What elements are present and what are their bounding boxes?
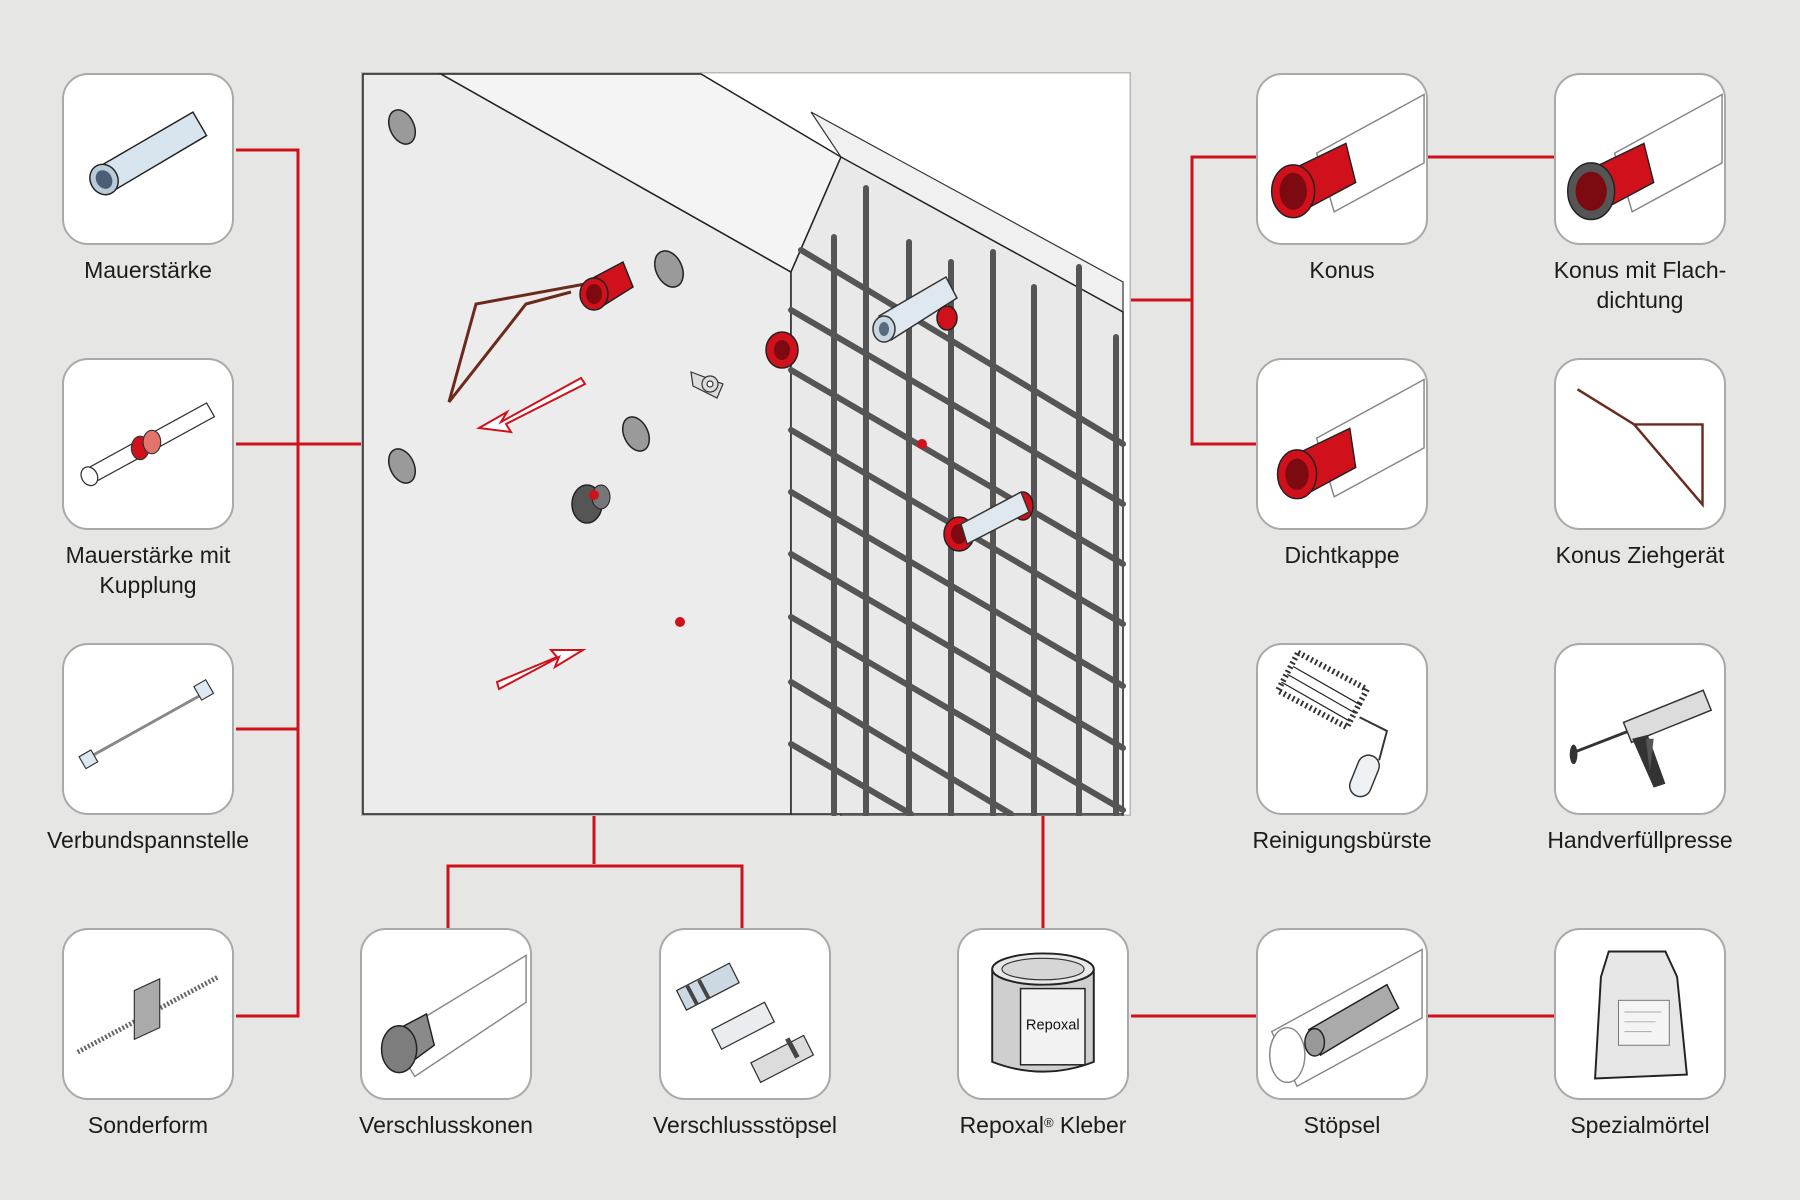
connector-konus-dichtkappe (1190, 155, 1256, 446)
label-spezialmoertel: Spezialmörtel (1570, 1112, 1710, 1138)
tile-sonderform[interactable] (62, 928, 234, 1100)
label-line: Mauerstärke mit (65, 542, 231, 568)
stopper-in-tube-icon (1268, 948, 1423, 1088)
tile-mauerstaerke-kupplung[interactable] (62, 358, 234, 530)
registered-mark: ® (1043, 1115, 1054, 1130)
tile-repoxal-kleber[interactable]: Repoxal (957, 928, 1129, 1100)
tile-dichtkappe[interactable] (1256, 358, 1428, 530)
label-mauerstaerke-kupplung: Mauerstärke mit Kupplung (18, 540, 278, 600)
label-verschlussstoepsel: Verschlussstöpsel (652, 1112, 838, 1138)
label-line: dichtung (1596, 287, 1684, 313)
can-label: Repoxal (1026, 1018, 1080, 1034)
red-cone-icon (1270, 93, 1425, 219)
label-mauerstaerke: Mauerstärke (84, 257, 212, 283)
tile-verbundspannstelle[interactable] (62, 643, 234, 815)
tile-verschlussstoepsel[interactable] (659, 928, 831, 1100)
label-stoepsel: Stöpsel (1303, 1112, 1381, 1138)
label-handverfuellpresse: Handverfüllpresse (1547, 827, 1733, 853)
threaded-rod-with-plate-icon (76, 974, 220, 1055)
tile-spezialmoertel[interactable] (1554, 928, 1726, 1100)
label-repoxal-kleber: Repoxal® Kleber (913, 1110, 1173, 1140)
plug-set-icon (675, 962, 815, 1084)
tile-reinigungsbuerste[interactable] (1256, 643, 1428, 815)
red-cone-with-gasket-icon (1566, 93, 1723, 221)
wall-formwork-illustration (359, 70, 1133, 818)
label-verschlusskonen: Verschlusskonen (359, 1112, 533, 1138)
tie-rod-icon (78, 678, 215, 770)
tile-handverfuellpresse[interactable] (1554, 643, 1726, 815)
cone-puller-wire-icon (1576, 388, 1704, 508)
tube-with-coupling-icon (80, 402, 216, 487)
sealing-cap-icon (1276, 378, 1425, 500)
tile-konus[interactable] (1256, 73, 1428, 245)
label-line: Konus mit Flach- (1553, 257, 1727, 283)
label-konus-flachdichtung: Konus mit Flach- dichtung (1510, 255, 1770, 315)
caulking-gun-icon (1569, 689, 1713, 788)
label-konus: Konus (1309, 257, 1375, 283)
adhesive-can-icon: Repoxal (991, 952, 1095, 1073)
label-line: Kupplung (99, 572, 197, 598)
label-konus-ziehgeraet: Konus Ziehgerät (1555, 542, 1725, 568)
tile-verschlusskonen[interactable] (360, 928, 532, 1100)
cleaning-brush-icon (1273, 648, 1389, 798)
grey-cone-plug-icon (380, 954, 527, 1078)
label-text: Repoxal (959, 1112, 1044, 1138)
label-verbundspannstelle: Verbundspannstelle (46, 827, 250, 853)
label-sonderform: Sonderform (87, 1112, 209, 1138)
tile-mauerstaerke[interactable] (62, 73, 234, 245)
mortar-bag-icon (1594, 950, 1688, 1080)
label-reinigungsbuerste: Reinigungsbürste (1252, 827, 1432, 853)
tile-konus-ziehgeraet[interactable] (1554, 358, 1726, 530)
tile-stoepsel[interactable] (1256, 928, 1428, 1100)
label-text: Kleber (1053, 1112, 1127, 1138)
tile-konus-flachdichtung[interactable] (1554, 73, 1726, 245)
connector-verschluss-split (446, 864, 744, 928)
label-dichtkappe: Dichtkappe (1284, 542, 1400, 568)
plastic-tube-icon (89, 111, 208, 196)
